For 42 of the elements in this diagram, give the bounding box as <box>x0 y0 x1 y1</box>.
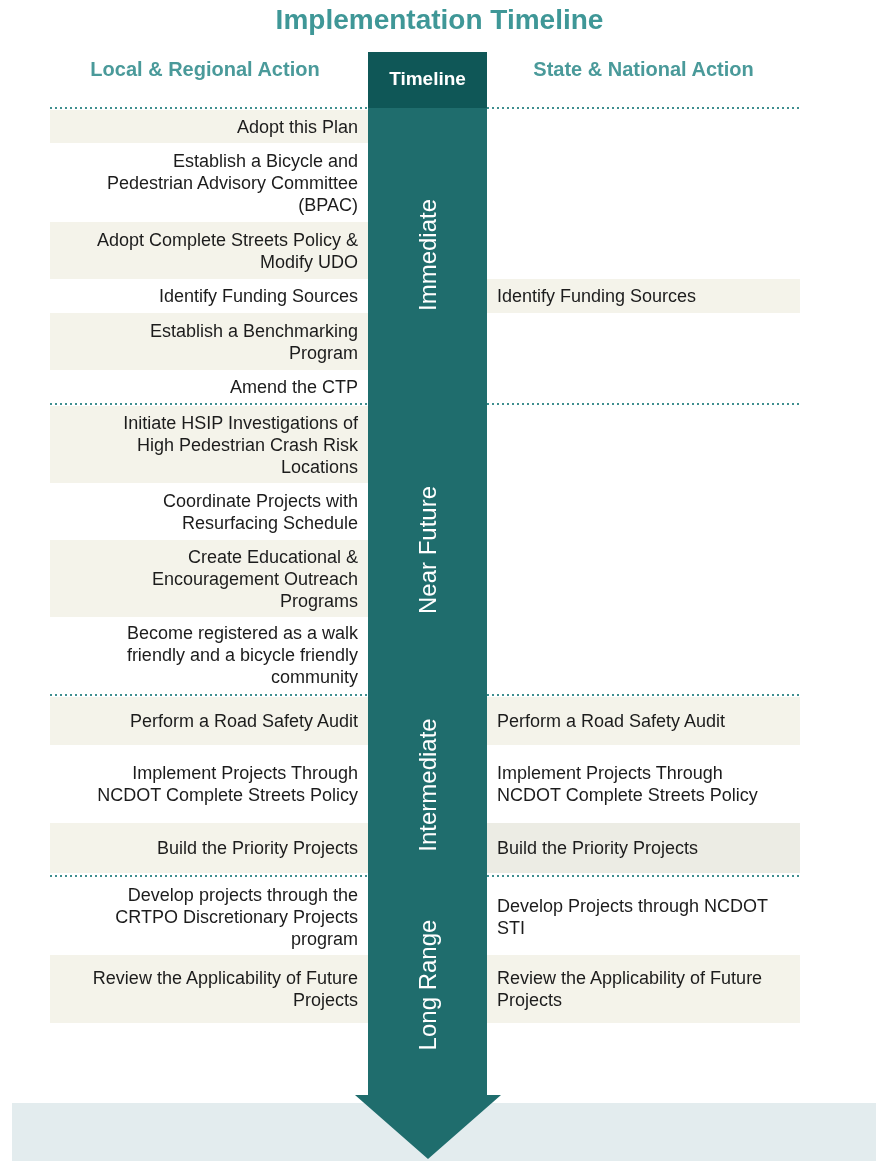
action-text: Develop Projects through NCDOT STI <box>497 894 769 939</box>
action-text: Become registered as a walk friendly and a bicycle friendly community <box>125 622 358 688</box>
action-text: Perform a Road Safety Audit <box>497 710 726 732</box>
action-text: Perform a Road Safety Audit <box>129 710 358 732</box>
action-text: Establish a Benchmarking Program <box>148 319 358 364</box>
action-band <box>50 406 368 483</box>
action-text: Review the Applicability of Future Projects <box>497 967 764 1011</box>
action-text: Adopt Complete Streets Policy & Modify UDO <box>95 228 358 273</box>
column-header: State & National Action <box>532 58 755 81</box>
action-band <box>50 823 368 873</box>
phase-label: Long Range <box>414 919 442 1051</box>
action-text: Identify Funding Sources <box>497 285 697 307</box>
action-text: Build the Priority Projects <box>497 837 699 859</box>
action-text: Create Educational & Encouragement Outreach Programs <box>150 545 358 612</box>
action-band <box>50 222 368 279</box>
action-band <box>50 313 368 370</box>
action-text: Identify Funding Sources <box>158 285 358 307</box>
title: Implementation Timeline <box>274 4 605 36</box>
column-header: Local & Regional Action <box>89 58 321 81</box>
action-band <box>50 540 368 617</box>
action-text: Initiate HSIP Investigations of High Pedestrian Crash Risk Locations <box>122 411 358 478</box>
timeline-heading: Timeline <box>388 68 467 90</box>
bottom-band <box>12 1103 876 1161</box>
action-band <box>487 279 800 313</box>
phase-label: Immediate <box>414 199 442 311</box>
action-band <box>50 697 368 745</box>
action-text: Adopt this Plan <box>236 115 358 138</box>
action-band <box>50 110 368 143</box>
action-text: Establish a Bicycle and Pedestrian Advisory Committee (BPAC) <box>105 149 358 216</box>
action-text: Review the Applicability of Future Projects <box>91 967 358 1011</box>
action-text: Amend the CTP <box>229 376 358 398</box>
phase-label: Intermediate <box>414 718 442 852</box>
action-band <box>487 823 800 873</box>
action-text: Coordinate Projects with Resurfacing Schedule <box>161 489 358 534</box>
action-text: Implement Projects Through NCDOT Complete Streets Policy <box>497 762 759 806</box>
action-text: Build the Priority Projects <box>156 837 358 859</box>
action-band <box>487 955 800 1023</box>
action-text: Implement Projects Through NCDOT Complete Streets Policy <box>96 762 358 806</box>
action-band <box>50 955 368 1023</box>
action-text: Develop projects through the CRTPO Discretionary Projects program <box>114 883 358 950</box>
action-band <box>487 697 800 745</box>
phase-label: Near Future <box>414 485 442 615</box>
